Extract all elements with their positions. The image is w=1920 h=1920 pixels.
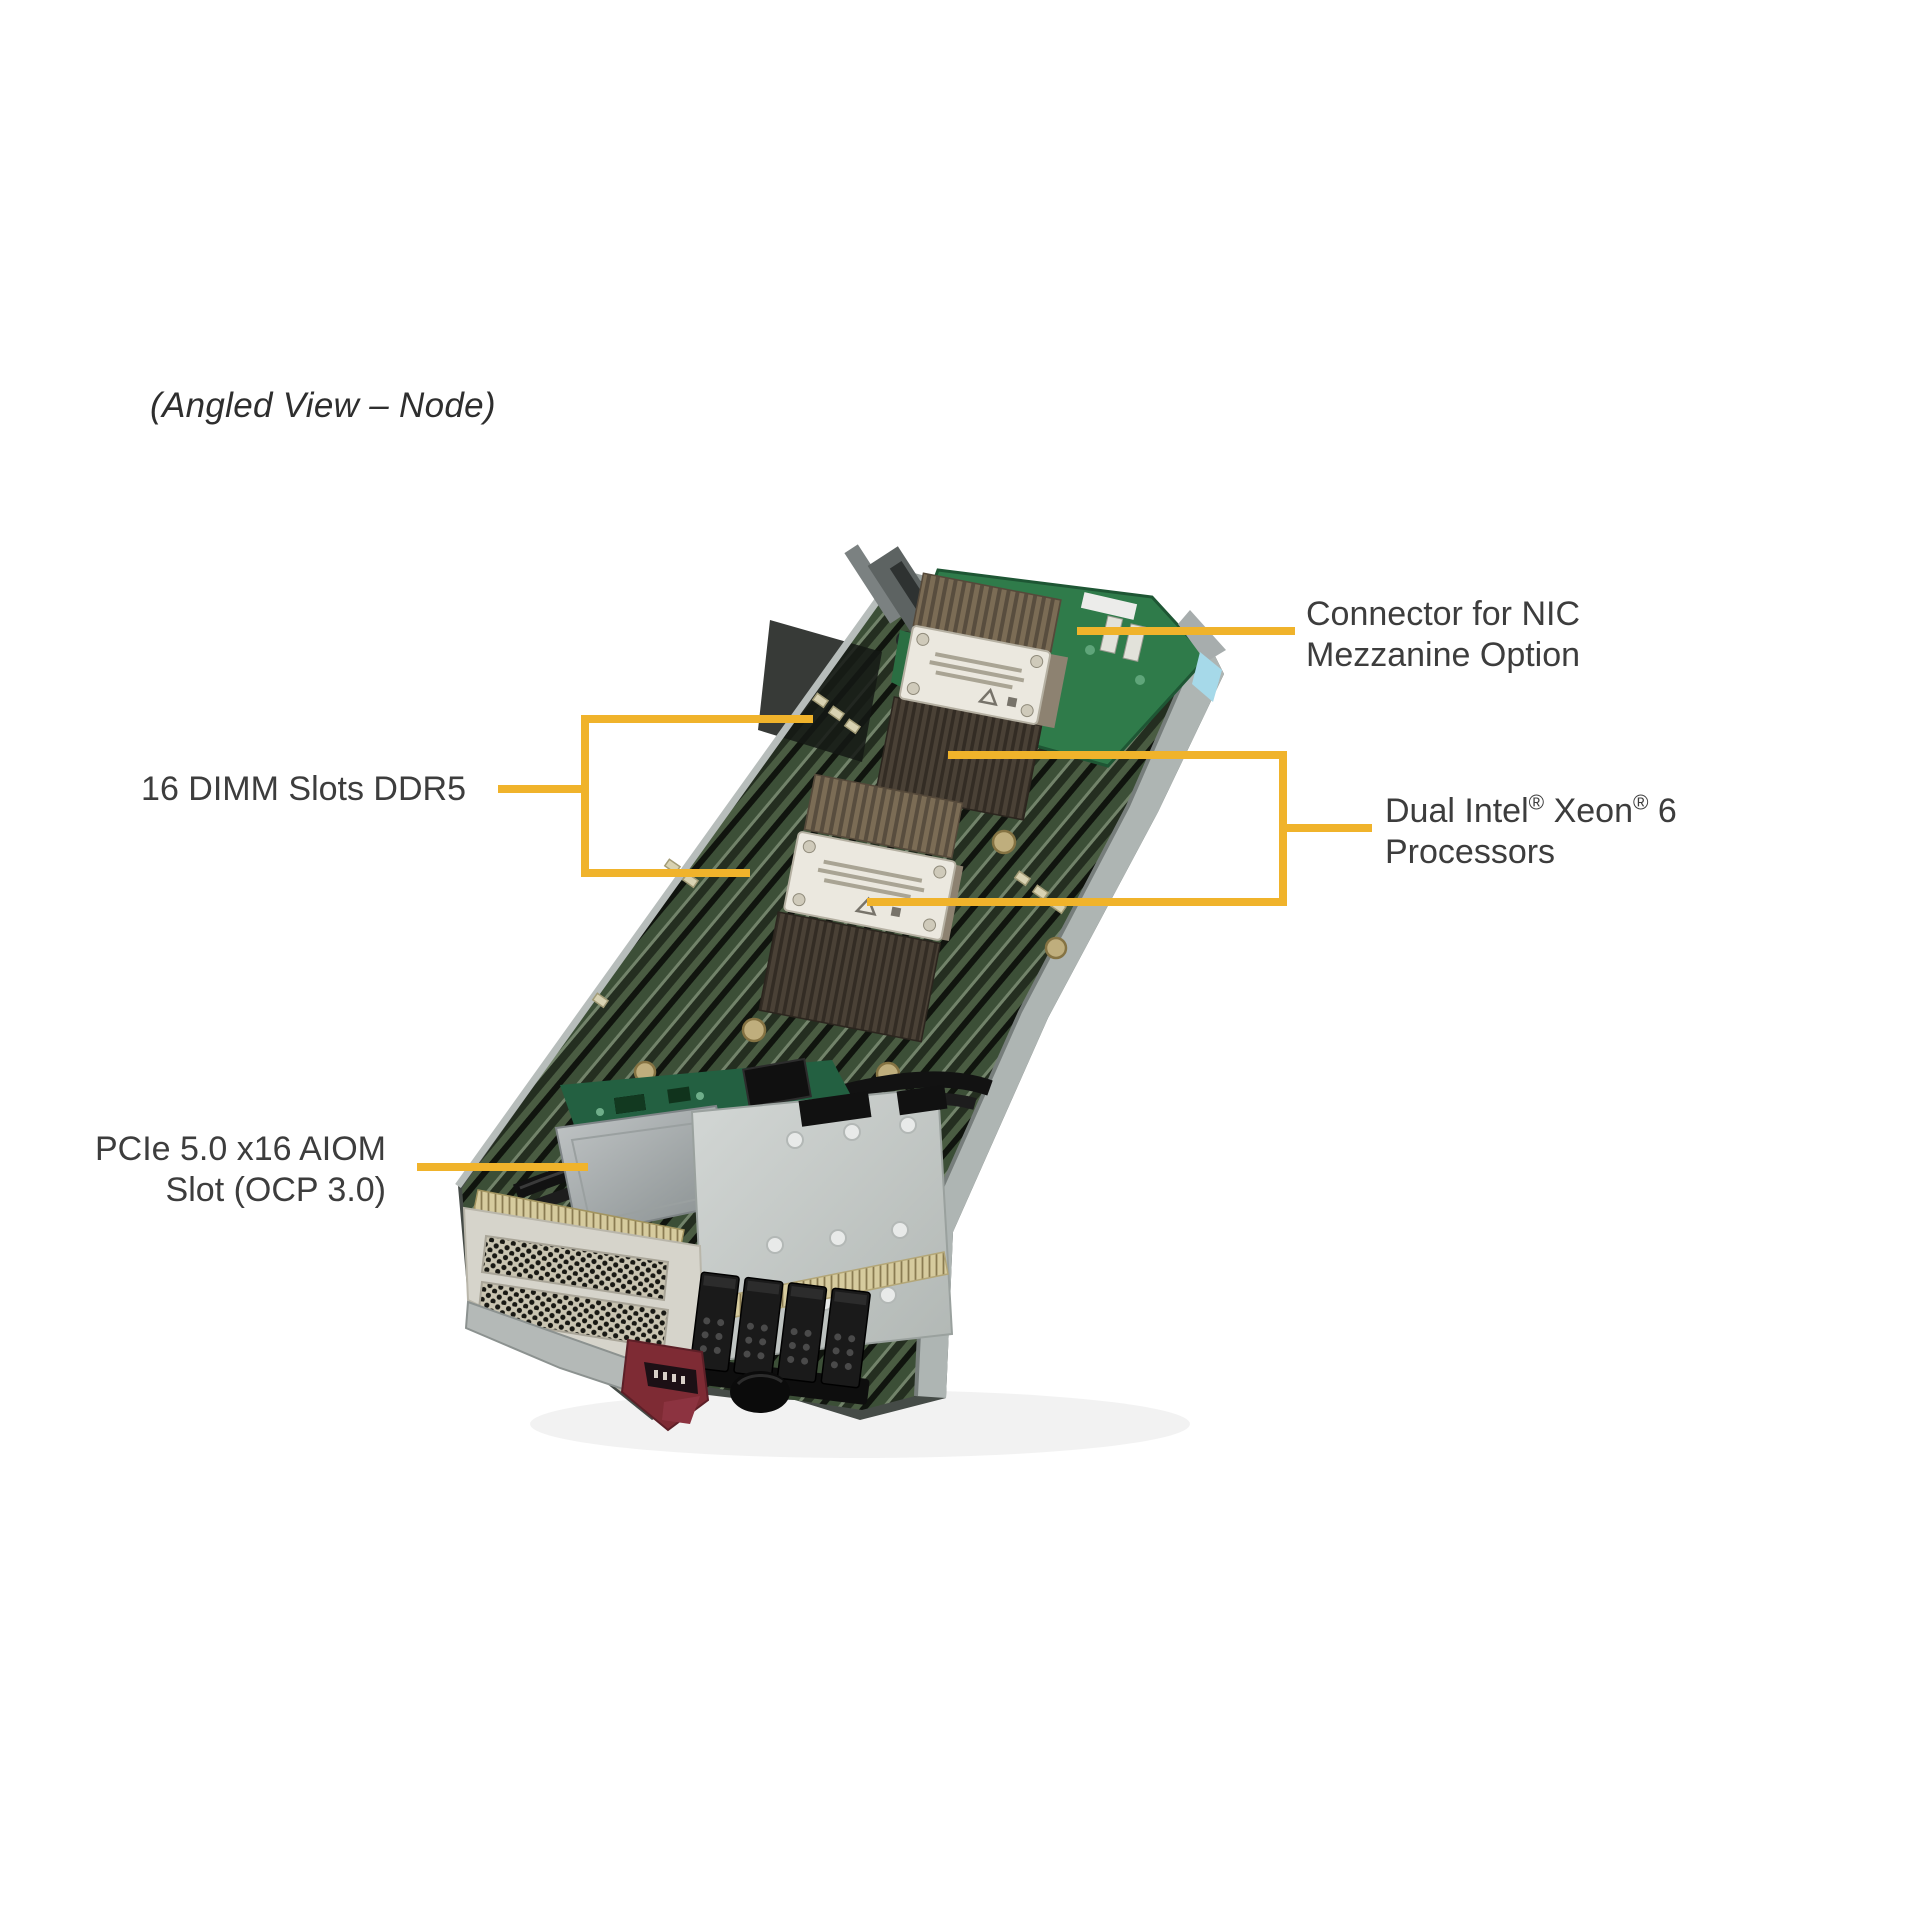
front-vent-grille — [480, 1234, 670, 1302]
dimm-latch-clips — [591, 692, 1068, 1009]
callout-lines — [417, 627, 1372, 1171]
release-latch — [620, 1338, 710, 1432]
callout-bracket-dimm — [581, 715, 813, 877]
sled-rail — [464, 1300, 640, 1394]
label-nic-line2: Mezzanine Option — [1306, 636, 1581, 674]
label-aiom-line2: Slot (OCP 3.0) — [165, 1171, 386, 1209]
label-dual-xeon: Dual Intel® Xeon® 6 Processors — [1385, 791, 1677, 871]
label-aiom-line1: PCIe 5.0 x16 AIOM — [94, 1130, 386, 1168]
front-knob — [730, 1371, 790, 1413]
label-nic-line1: Connector for NIC — [1306, 595, 1580, 633]
blue-sticker — [1192, 652, 1222, 702]
figure-caption: (Angled View – Node) — [150, 386, 496, 425]
label-nic-mezzanine: Connector for NIC Mezzanine Option — [1306, 594, 1580, 676]
label-dimm-slots: 16 DIMM Slots DDR5 — [141, 770, 466, 808]
label-aiom-slot: PCIe 5.0 x16 AIOM Slot (OCP 3.0) — [95, 1129, 386, 1211]
label-cpu-line2: Processors — [1385, 833, 1556, 871]
